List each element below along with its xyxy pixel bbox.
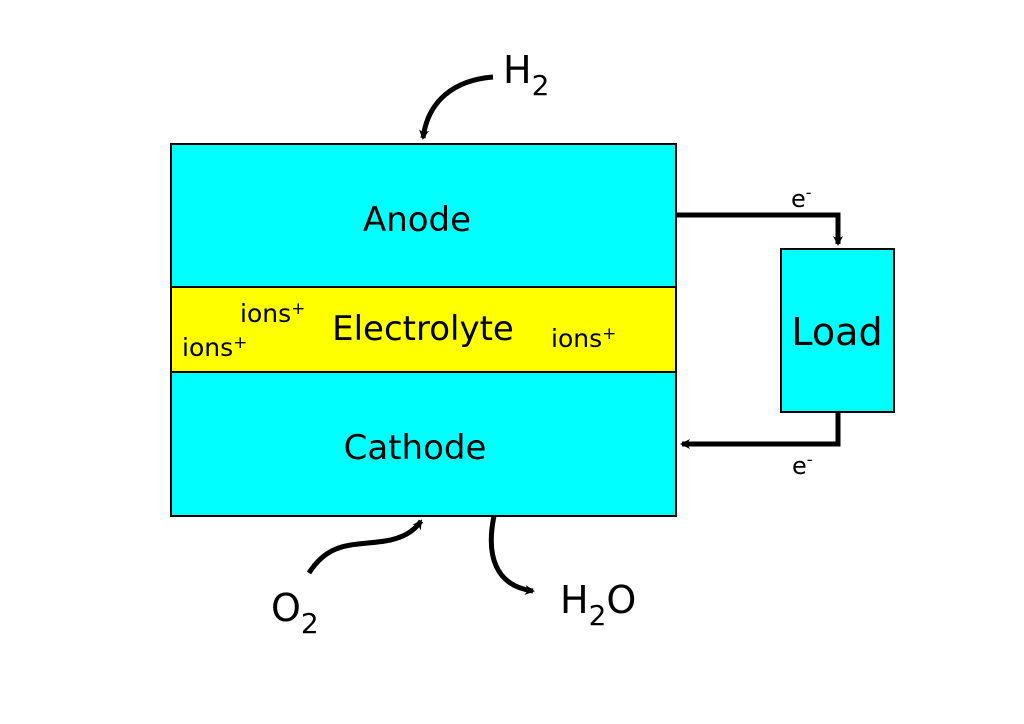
hydrogen-subscript: 2 xyxy=(532,69,550,102)
electron-label-bottom: e- xyxy=(792,450,813,480)
anode-layer xyxy=(170,143,677,288)
anode-label: Anode xyxy=(363,200,471,240)
ion-text: ions xyxy=(182,333,233,362)
ion-label: ions+ xyxy=(182,333,247,362)
oxygen-base: O xyxy=(271,586,301,630)
electrolyte-layer xyxy=(170,286,677,373)
water-base: H xyxy=(560,578,589,622)
oxygen-subscript: 2 xyxy=(301,607,319,640)
water-label: H2O xyxy=(560,578,636,632)
oxygen-inflow-arrow xyxy=(306,519,424,575)
electron-charge: - xyxy=(806,183,812,202)
ion-text: ions xyxy=(240,299,291,328)
electron-charge: - xyxy=(807,450,813,469)
cathode-label: Cathode xyxy=(344,428,487,468)
ion-label: ions+ xyxy=(551,324,616,353)
water-subscript: 2 xyxy=(589,599,607,632)
hydrogen-label: H2 xyxy=(503,48,549,102)
electron-label-top: e- xyxy=(791,183,812,213)
ion-charge: + xyxy=(602,324,616,344)
electron-flow-arrow-to-load xyxy=(676,212,843,246)
electron-symbol: e xyxy=(791,185,806,213)
load-label: Load xyxy=(791,310,882,354)
ion-text: ions xyxy=(551,324,602,353)
oxygen-label: O2 xyxy=(271,586,319,640)
electron-symbol: e xyxy=(792,452,807,480)
ion-charge: + xyxy=(233,333,247,353)
cathode-layer xyxy=(170,371,677,517)
electron-flow-arrow-to-cathode xyxy=(680,412,841,449)
hydrogen-inflow-arrow xyxy=(419,74,494,140)
water-outflow-arrow xyxy=(488,515,535,595)
hydrogen-base: H xyxy=(503,48,532,92)
ion-charge: + xyxy=(291,299,305,319)
load-box xyxy=(780,248,895,413)
electrolyte-label: Electrolyte xyxy=(332,309,514,349)
water-tail: O xyxy=(606,578,636,622)
ion-label: ions+ xyxy=(240,299,305,328)
